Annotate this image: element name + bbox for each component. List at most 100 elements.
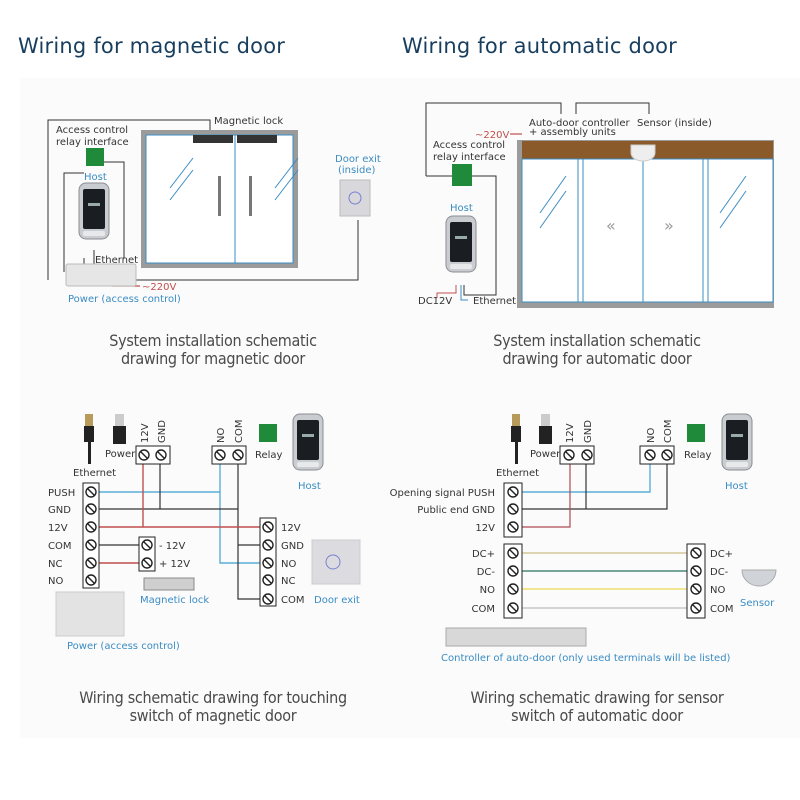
label-power: Power [105,449,136,460]
auto-install-schematic: « » [425,102,774,308]
host-device-icon [445,215,477,273]
exit-terminal-label: NO [281,559,296,570]
auto-door-controller-icon [445,627,587,647]
power-plug-icon [113,414,126,444]
sensor-icon [741,569,777,587]
caption-auto-install: System installation schematic drawing fo… [432,332,762,368]
door-exit-ring-icon [348,191,362,205]
power-supply-icon [65,263,137,287]
label-magnetic-lock: Magnetic lock [140,595,209,606]
label-relay-interface-1: Access control [433,140,505,151]
label-relay-interface-2: relay interface [56,137,129,148]
caption-line: drawing for automatic door [502,349,692,368]
controller-terminal-label: DC+ [472,549,495,560]
controller-terminal-label: 12V [475,523,495,534]
controller-terminal-label: NO [480,585,495,596]
ethernet-plug-icon [84,414,94,464]
label-terminal-no: NO [216,428,227,443]
exit-terminal-label: COM [281,595,304,606]
label-relay: Relay [255,450,283,461]
caption-line: drawing for magnetic door [120,349,306,368]
host-device-icon [292,413,324,471]
sensor-terminal-label: COM [710,604,733,615]
label-terminal-com: COM [234,420,245,443]
door-exit-button-icon [311,539,361,585]
label-relay-interface-2: relay interface [433,152,506,163]
label-terminal-12v: 12V [140,423,151,443]
sensor-terminal-label: DC- [710,567,729,578]
relay-block [259,424,277,442]
host-device-icon [721,413,753,471]
title-magnetic-door: Wiring for magnetic door [18,34,286,58]
label-host: Host [450,203,473,214]
exit-terminal-label: NC [281,576,295,587]
label-sensor-inside: Sensor (inside) [637,118,712,129]
ceiling-sensor-icon [630,144,656,162]
label-power-access-control: Power (access control) [68,294,181,305]
controller-terminal-label: Public end GND [417,505,495,516]
lock-terminal-label: - 12V [159,541,186,552]
label-host: Host [84,172,107,183]
label-voltage: ~220V [142,282,176,293]
relay-interface-block [452,164,472,186]
caption-mag-install: System installation schematic drawing fo… [48,332,378,368]
label-auto-controller-1: Auto-door controller [529,118,630,129]
magnetic-lock-icon [143,577,195,591]
sensor-terminal-label: NO [710,585,725,596]
label-ethernet: Ethernet [473,296,516,307]
label-door-exit: Door exit [314,595,360,606]
power-box-terminal-label: NO [48,576,63,587]
caption-line: System installation schematic [493,331,701,350]
label-terminal-gnd: GND [157,420,168,443]
label-door-exit-1: Door exit [335,154,381,165]
relay-block [687,424,705,442]
door-exit-button-icon [339,179,371,217]
relay-interface-block [86,148,104,166]
label-auto-door-controller: Controller of auto-door (only used termi… [441,653,731,664]
ethernet-plug-icon [511,414,521,464]
power-box-terminal-label: NC [48,559,62,570]
exit-terminal-label: GND [281,541,304,552]
power-plug-icon [539,414,552,444]
caption-line: switch of magnetic door [129,706,297,725]
power-box-terminal-label: PUSH [48,488,75,499]
mag-install-schematic [47,119,359,287]
svg-text:»: » [664,216,674,235]
label-terminal-no: NO [646,428,657,443]
controller-terminal-label: COM [472,604,495,615]
caption-line: Wiring schematic drawing for touching [79,688,347,707]
label-power: Power [530,449,561,460]
host-device-icon [78,182,110,240]
label-host: Host [298,481,321,492]
label-terminal-gnd: GND [583,420,594,443]
power-box-terminal-label: COM [48,541,71,552]
power-supply-icon [55,591,125,637]
power-box-terminal-label: GND [48,505,71,516]
label-door-exit-2: (inside) [338,165,376,176]
label-ethernet: Ethernet [496,468,539,479]
label-magnetic-lock: Magnetic lock [214,116,283,127]
label-terminal-com: COM [663,420,674,443]
label-power-access-control: Power (access control) [67,641,180,652]
exit-terminal-label: 12V [281,523,301,534]
sensor-terminal-label: DC+ [710,549,733,560]
caption-mag-wiring: Wiring schematic drawing for touching sw… [48,689,378,725]
svg-text:«: « [606,216,616,235]
controller-terminal-label: DC- [477,567,496,578]
controller-terminal-label: Opening signal PUSH [390,488,495,499]
door-exit-ring-icon [325,554,341,570]
caption-line: Wiring schematic drawing for sensor [470,688,724,707]
label-voltage: ~220V [475,130,509,141]
lock-terminal-label: + 12V [159,559,190,570]
label-relay: Relay [684,450,712,461]
caption-line: System installation schematic [109,331,317,350]
label-host: Host [725,481,748,492]
label-ethernet: Ethernet [95,255,138,266]
caption-auto-wiring: Wiring schematic drawing for sensor swit… [432,689,762,725]
label-relay-interface-1: Access control [56,125,128,136]
title-automatic-door: Wiring for automatic door [402,34,678,58]
label-terminal-12v: 12V [565,423,576,443]
label-auto-controller-2: + assembly units [529,127,616,138]
power-box-terminal-label: 12V [48,523,68,534]
